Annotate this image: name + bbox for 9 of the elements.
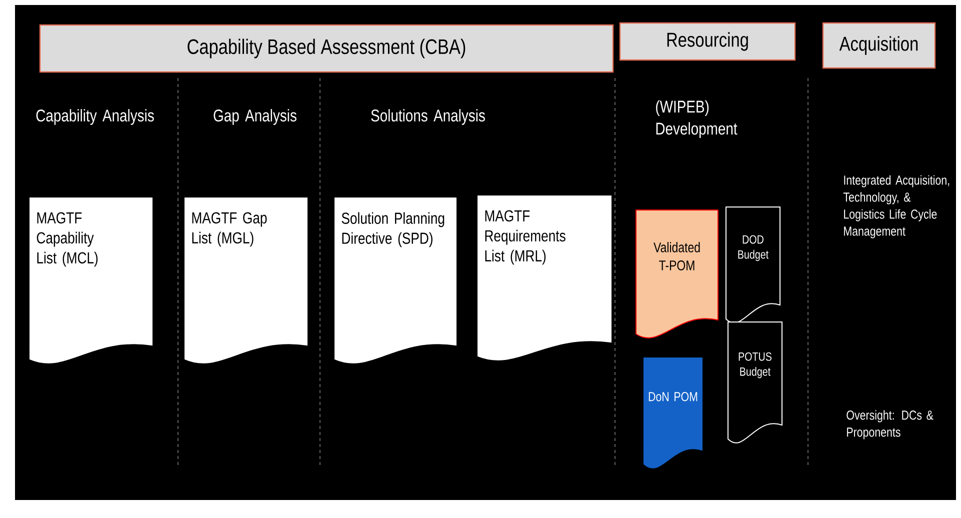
section-heading: Capability Analysis bbox=[36, 109, 154, 125]
note-text: Integrated Acquisition, Technology, & Logistics Life Cycle Management bbox=[843, 175, 950, 238]
section-header: Resourcing bbox=[619, 22, 796, 61]
section-heading: Solutions Analysis bbox=[371, 109, 485, 125]
section-header: Capability Based Assessment (CBA) bbox=[39, 24, 614, 73]
section-header: Acquisition bbox=[822, 22, 936, 69]
section-heading: Gap Analysis bbox=[214, 109, 296, 125]
note-text: Oversight: DCs & Proponents bbox=[846, 410, 934, 440]
section-heading: (WIPEB) Development bbox=[656, 100, 738, 138]
